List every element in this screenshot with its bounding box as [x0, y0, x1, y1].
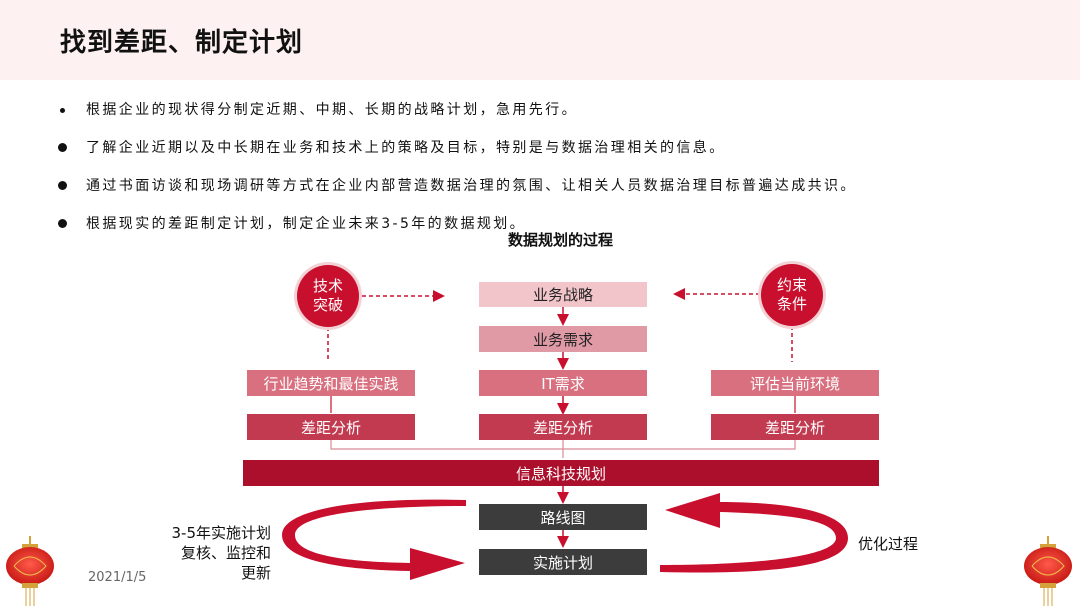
bullet-item: 根据企业的现状得分制定近期、中期、长期的战略计划，急用先行。 — [58, 100, 1058, 138]
implementation-plan-box: 实施计划 — [479, 549, 647, 575]
cycle-arrow-right-icon — [660, 493, 848, 573]
gap-analysis-box-center: 差距分析 — [479, 414, 647, 440]
bullet-dot-icon — [58, 143, 67, 152]
lantern-icon-right — [1024, 536, 1072, 606]
bullet-text: 了解企业近期以及中长期在业务和技术上的策略及目标，特别是与数据治理相关的信息。 — [86, 140, 726, 156]
circle-label-line: 突破 — [312, 296, 343, 314]
business-strategy-box: 业务战略 — [479, 282, 647, 307]
industry-trends-box: 行业趋势和最佳实践 — [247, 370, 415, 396]
title-bar: 找到差距、制定计划 — [0, 0, 1080, 80]
page-title: 找到差距、制定计划 — [60, 28, 304, 58]
bullet-text: 通过书面访谈和现场调研等方式在企业内部营造数据治理的氛围、让相关人员数据治理目标… — [86, 178, 857, 194]
slide-date: 2021/1/5 — [88, 570, 147, 585]
tech-breakthrough-circle: 技术 突破 — [297, 265, 359, 327]
roadmap-box: 路线图 — [479, 504, 647, 530]
cycle-arrow-left-icon — [282, 499, 466, 580]
gap-analysis-box-left: 差距分析 — [247, 414, 415, 440]
left-note-line: 3-5年实施计划 — [171, 524, 271, 542]
left-note: 3-5年实施计划 复核、监控和更新 — [168, 523, 271, 583]
bullet-text: 根据现实的差距制定计划，制定企业未来3-5年的数据规划。 — [86, 216, 527, 232]
bullet-item: 通过书面访谈和现场调研等方式在企业内部营造数据治理的氛围、让相关人员数据治理目标… — [58, 176, 1058, 214]
bullet-dot-icon — [58, 219, 67, 228]
bullet-dot-icon — [60, 108, 65, 113]
bullet-text: 根据企业的现状得分制定近期、中期、长期的战略计划，急用先行。 — [86, 102, 578, 118]
it-requirements-box: IT需求 — [479, 370, 647, 396]
it-planning-banner: 信息科技规划 — [243, 460, 879, 486]
circle-label-line: 技术 — [312, 277, 343, 295]
bullet-dot-icon — [58, 181, 67, 190]
circle-label-line: 条件 — [776, 295, 807, 313]
constraints-circle: 约束 条件 — [761, 264, 823, 326]
left-note-line: 复核、监控和更新 — [180, 544, 271, 582]
right-note: 优化过程 — [858, 535, 919, 553]
business-requirements-box: 业务需求 — [479, 326, 647, 352]
lantern-icon-left — [6, 536, 54, 606]
gap-analysis-box-right: 差距分析 — [711, 414, 879, 440]
bullet-list: 根据企业的现状得分制定近期、中期、长期的战略计划，急用先行。 了解企业近期以及中… — [58, 100, 1058, 252]
circle-label-line: 约束 — [776, 276, 807, 294]
assess-environment-box: 评估当前环境 — [711, 370, 879, 396]
diagram-title: 数据规划的过程 — [508, 231, 614, 249]
bullet-item: 根据现实的差距制定计划，制定企业未来3-5年的数据规划。 — [58, 214, 1058, 252]
bullet-item: 了解企业近期以及中长期在业务和技术上的策略及目标，特别是与数据治理相关的信息。 — [58, 138, 1058, 176]
